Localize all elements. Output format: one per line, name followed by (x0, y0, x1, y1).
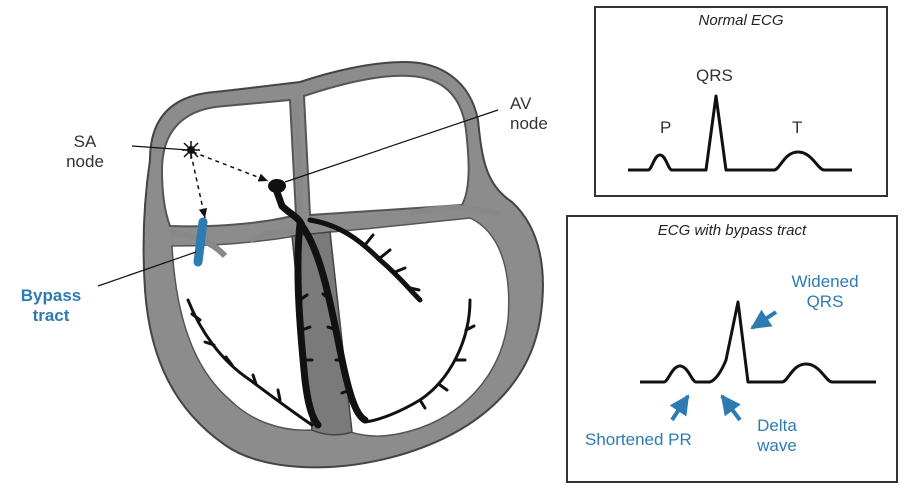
av-node-label: AV node (510, 94, 548, 134)
t-wave-label: T (792, 118, 802, 138)
delta-wave-label: Delta wave (742, 416, 812, 456)
delta-wave-label-line1: Delta (742, 416, 812, 436)
av-node-label-line1: AV (510, 94, 548, 114)
sa-node-label-line1: SA (50, 132, 120, 152)
sa-node-label: SA node (50, 132, 120, 172)
qrs-label: QRS (696, 66, 733, 86)
bypass-tract-label-line1: Bypass (6, 286, 96, 306)
bypass-tract-label-line2: tract (6, 306, 96, 326)
widened-qrs-label-line1: Widened (770, 272, 880, 292)
p-wave-label: P (660, 118, 671, 138)
widened-qrs-label: Widened QRS (770, 272, 880, 312)
widened-qrs-label-line2: QRS (770, 292, 880, 312)
bypass-ecg-title: ECG with bypass tract (566, 222, 898, 239)
normal-ecg-box (594, 6, 888, 197)
delta-wave-label-line2: wave (742, 436, 812, 456)
sa-node-label-line2: node (50, 152, 120, 172)
normal-ecg-title: Normal ECG (594, 12, 888, 29)
av-node-label-line2: node (510, 114, 548, 134)
bypass-tract-label: Bypass tract (6, 286, 96, 326)
shortened-pr-label: Shortened PR (585, 430, 692, 450)
left-atrium-chamber (304, 76, 469, 215)
bypass-tract (198, 222, 203, 262)
